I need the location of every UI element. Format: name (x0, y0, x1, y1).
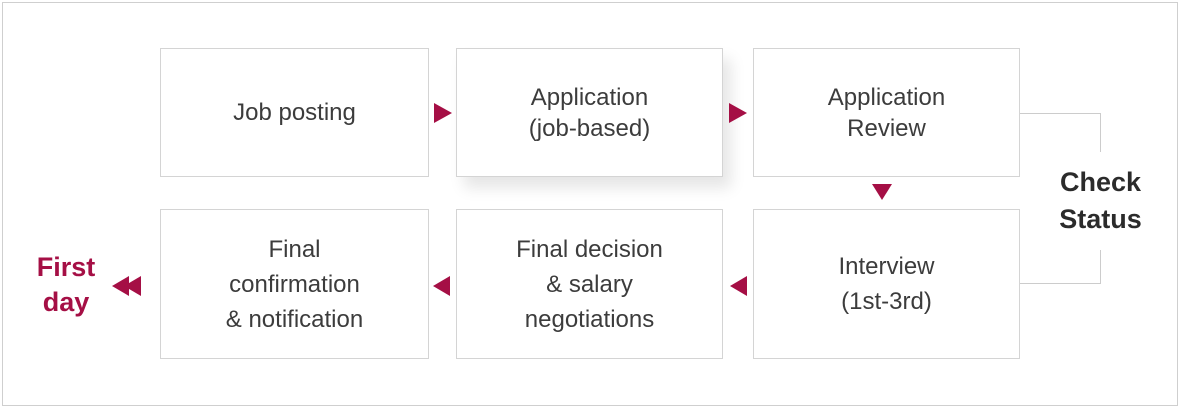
arrow-right-icon (434, 103, 452, 123)
step-label: Review (847, 114, 926, 142)
step-label: negotiations (524, 305, 655, 333)
step-label: Application (530, 83, 649, 111)
step-label: & notification (225, 305, 364, 333)
check-status-line: Check (1059, 167, 1142, 197)
double-arrow-left-icon (124, 276, 141, 296)
arrow-right-icon (729, 103, 747, 123)
first-day-label: First day (28, 250, 104, 320)
step-label: confirmation (229, 270, 360, 298)
step-box-interview: Interview (1st-3rd) (753, 209, 1020, 359)
step-label: (1st-3rd) (841, 288, 932, 315)
step-label: Final decision (516, 235, 663, 263)
connector-line-top (1019, 113, 1101, 114)
step-label: Final (268, 235, 321, 263)
connector-line-bottom (1019, 283, 1101, 284)
check-status-line: Status (1059, 204, 1142, 234)
first-day-line: day (42, 287, 90, 317)
step-label: Job posting (233, 99, 356, 126)
arrow-left-icon (730, 276, 747, 296)
step-box-application-review: Application Review (753, 48, 1020, 177)
arrow-left-icon (433, 276, 450, 296)
step-box-final-decision: Final decision & salary negotiations (456, 209, 723, 359)
step-box-job-posting: Job posting (160, 48, 429, 177)
step-box-final-confirmation: Final confirmation & notification (160, 209, 429, 359)
step-label: Application (827, 83, 946, 111)
step-label: (job-based) (528, 114, 651, 142)
check-status-label: Check Status (1040, 152, 1161, 250)
step-label: & salary (546, 270, 633, 298)
step-box-application: Application (job-based) (456, 48, 723, 177)
first-day-line: First (36, 252, 96, 282)
arrow-down-icon (872, 184, 892, 200)
step-label: Interview (838, 253, 935, 280)
